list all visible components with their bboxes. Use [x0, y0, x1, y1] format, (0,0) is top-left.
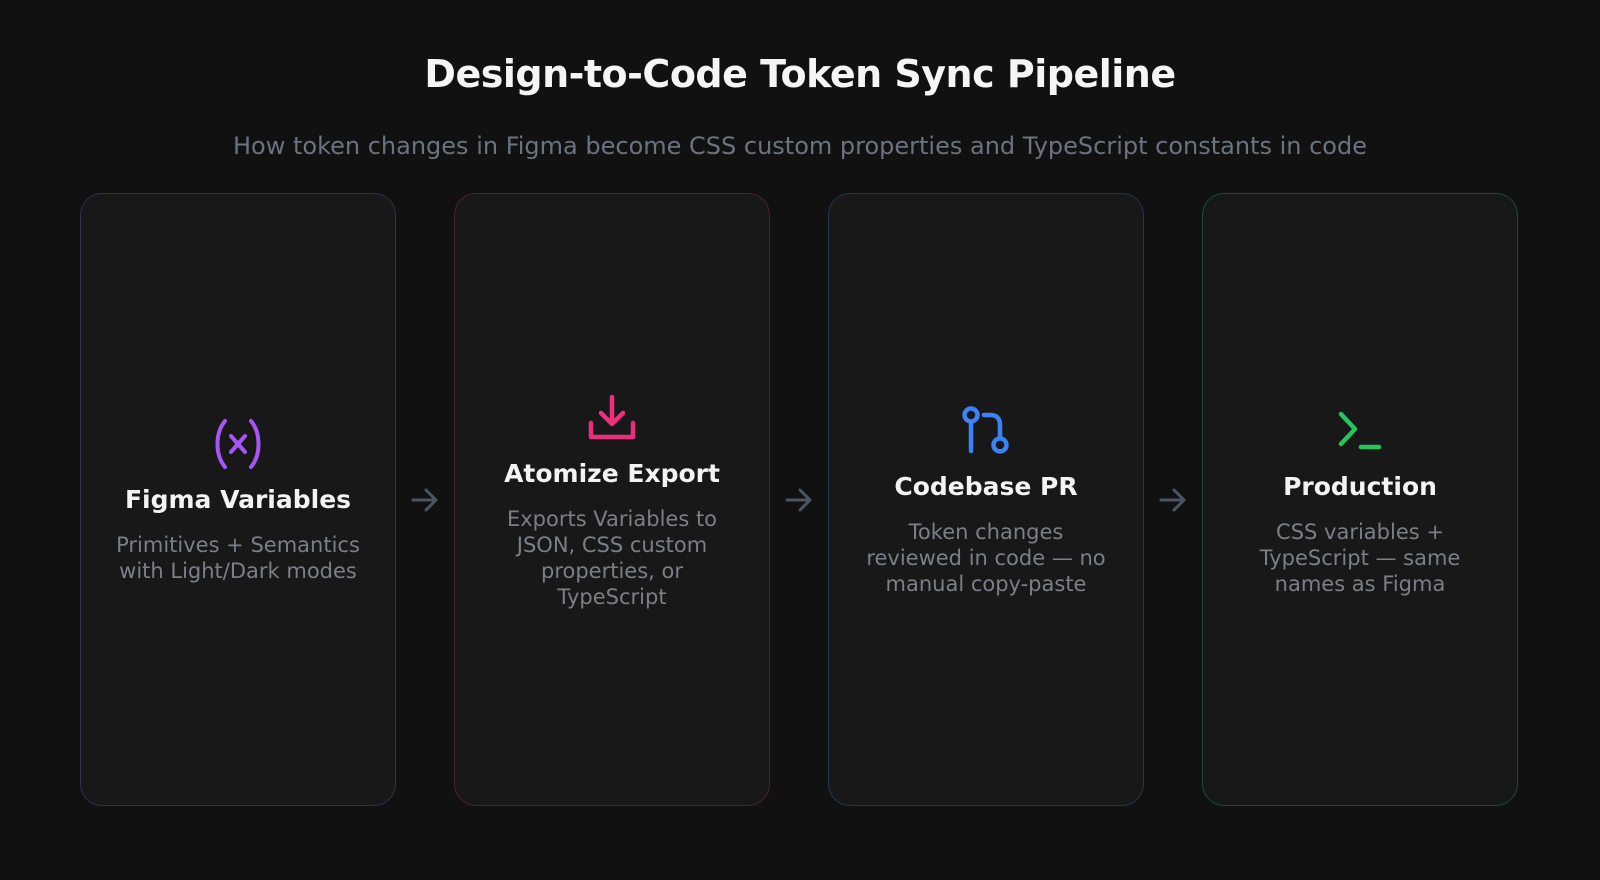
step-description: Primitives + Semantics with Light/Dark m… [116, 533, 360, 583]
pipeline: Figma Variables Primitives + Semantics w… [80, 192, 1520, 807]
step-card-figma-variables: Figma Variables Primitives + Semantics w… [80, 193, 396, 806]
terminal-icon [1331, 402, 1389, 460]
step-card-codebase-pr: Codebase PR Token changes reviewed in co… [828, 193, 1144, 806]
step-card-production: Production CSS variables + TypeScript — … [1202, 193, 1518, 806]
git-pull-request-icon [957, 402, 1015, 460]
step-description: Exports Variables to JSON, CSS custom pr… [506, 507, 718, 609]
arrow-right-icon [1144, 480, 1202, 520]
step-description: CSS variables + TypeScript — same names … [1259, 520, 1461, 596]
step-title: Production [1283, 472, 1437, 501]
download-icon [583, 389, 641, 447]
step-title: Figma Variables [124, 485, 352, 514]
arrow-right-icon [770, 480, 828, 520]
step-description: Token changes reviewed in code — no manu… [866, 520, 1106, 596]
step-card-atomize-export: Atomize Export Exports Variables to JSON… [454, 193, 770, 806]
page-title: Design-to-Code Token Sync Pipeline [424, 52, 1176, 96]
step-title: Atomize Export [504, 459, 720, 488]
variable-icon [209, 415, 267, 473]
arrow-right-icon [396, 480, 454, 520]
step-title: Codebase PR [894, 472, 1078, 501]
page-subtitle: How token changes in Figma become CSS cu… [233, 132, 1367, 160]
